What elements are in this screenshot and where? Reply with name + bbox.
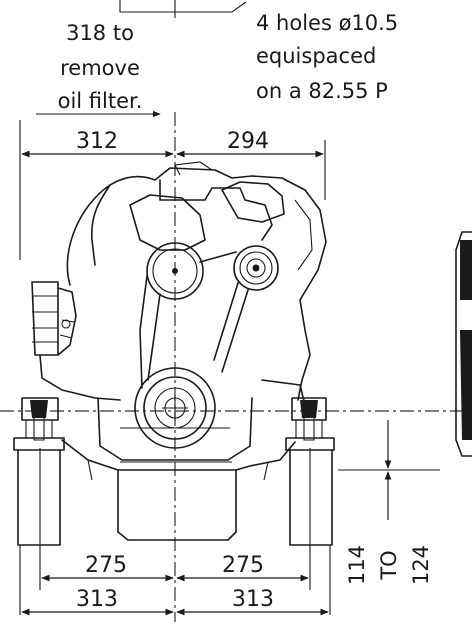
top-dimension: 312 294	[19, 120, 326, 260]
dim-height-max: 124	[409, 545, 433, 585]
dim-top-left: 312	[76, 129, 118, 154]
dim-outer-left: 313	[76, 587, 118, 612]
holes-note-line-2: equispaced	[256, 44, 376, 68]
side-view-partial	[455, 231, 472, 457]
engine-body	[31, 161, 327, 541]
left-mount	[13, 397, 65, 546]
holes-note-line-3: on a 82.55 P	[256, 79, 388, 103]
mounting-holes-note: 4 holes ø10.5 equispaced on a 82.55 P	[256, 11, 398, 103]
oil-filter-note-line-3: oil filter.	[58, 89, 143, 113]
dim-outer-right: 313	[232, 587, 274, 612]
oil-filter-note: 318 to remove oil filter.	[58, 21, 143, 113]
dim-inner-left: 275	[85, 553, 127, 578]
top-leaders	[36, 0, 247, 118]
dim-inner-right: 275	[222, 553, 264, 578]
right-mount	[285, 397, 335, 546]
dim-height-min: 114	[345, 545, 369, 585]
oil-filter-note-line-1: 318 to	[66, 21, 134, 45]
height-dimension: 114 TO 124	[338, 420, 440, 585]
oil-filter-note-line-2: remove	[60, 56, 140, 80]
holes-note-line-1: 4 holes ø10.5	[256, 11, 398, 35]
dim-top-right: 294	[227, 129, 269, 154]
bottom-dimensions: 275 275 313 313	[19, 448, 331, 616]
dim-height-to: TO	[377, 550, 401, 580]
